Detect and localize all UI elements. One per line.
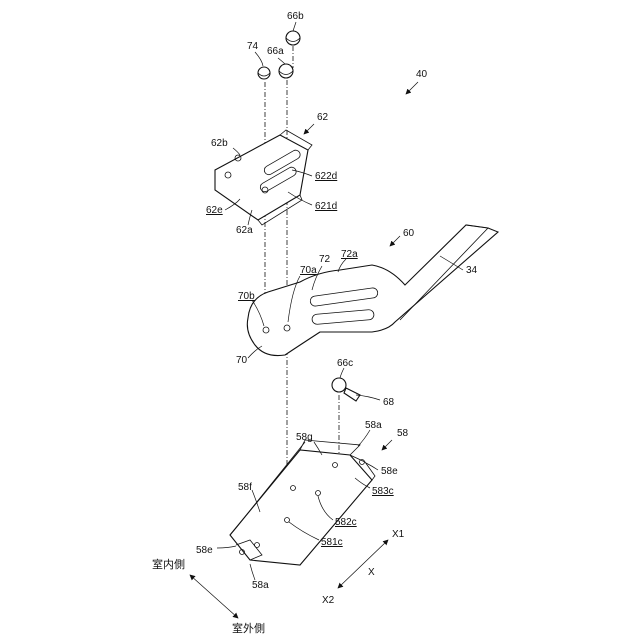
- label-62b: 62b: [211, 138, 228, 149]
- label-40: 40: [416, 69, 428, 80]
- label-62: 62: [317, 112, 329, 123]
- label-70b: 70b: [238, 291, 255, 302]
- fastener-66a: [279, 64, 293, 78]
- label-58e-left: 58e: [196, 545, 213, 556]
- label-58g: 58g: [296, 432, 313, 443]
- label-58a-top: 58a: [365, 420, 382, 431]
- label-34: 34: [466, 265, 478, 276]
- label-outside: 室外側: [232, 621, 265, 635]
- fastener-74: [258, 67, 270, 79]
- label-582c: 582c: [335, 517, 357, 528]
- label-70a: 70a: [300, 265, 317, 276]
- clip-66c-68: [332, 378, 360, 401]
- label-58f: 58f: [238, 482, 252, 493]
- plate-70: [247, 225, 498, 356]
- label-66a: 66a: [267, 46, 284, 57]
- label-581c: 581c: [321, 537, 343, 548]
- label-x: X: [368, 567, 375, 578]
- label-622d: 622d: [315, 171, 337, 182]
- label-x2: X2: [322, 595, 335, 606]
- label-74: 74: [247, 41, 259, 52]
- label-68: 68: [383, 397, 395, 408]
- bracket-62: [215, 130, 312, 225]
- label-58: 58: [397, 428, 409, 439]
- label-72a: 72a: [341, 249, 358, 260]
- label-62e: 62e: [206, 205, 223, 216]
- label-72: 72: [319, 254, 331, 265]
- bracket-58: [230, 440, 375, 565]
- label-66c: 66c: [337, 358, 353, 369]
- label-621d: 621d: [315, 201, 337, 212]
- label-x1: X1: [392, 529, 405, 540]
- label-70: 70: [236, 355, 248, 366]
- label-inside: 室内側: [152, 557, 185, 571]
- label-62a: 62a: [236, 225, 253, 236]
- label-60: 60: [403, 228, 415, 239]
- label-58e-right: 58e: [381, 466, 398, 477]
- label-58a-bottom: 58a: [252, 580, 269, 591]
- assembly-arrows: [304, 82, 418, 450]
- fastener-66b: [286, 31, 300, 45]
- label-583c: 583c: [372, 486, 394, 497]
- label-66b: 66b: [287, 11, 304, 22]
